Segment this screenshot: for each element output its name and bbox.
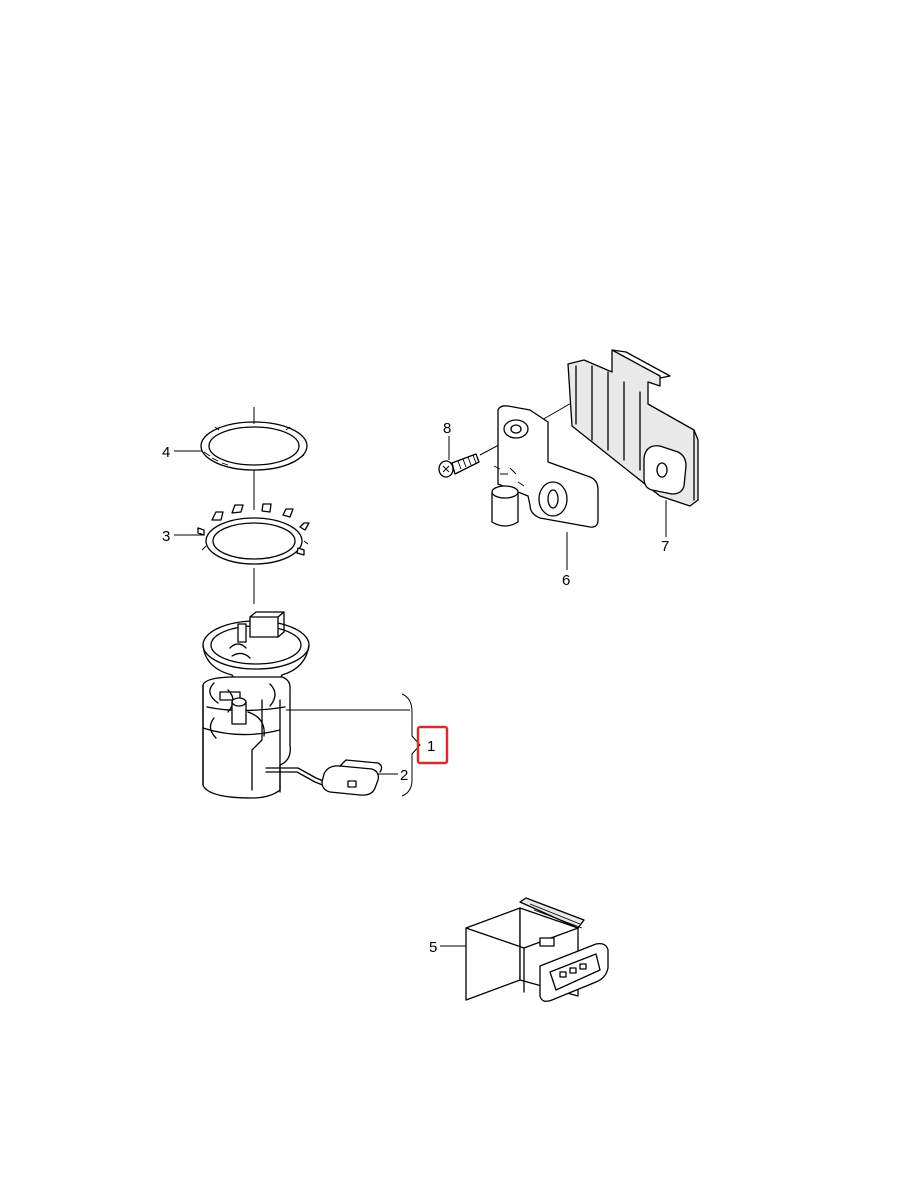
locking-ring-part[interactable] xyxy=(200,421,308,471)
callout-1-highlight xyxy=(416,725,449,765)
bracket-part[interactable] xyxy=(491,405,599,528)
connector-part[interactable] xyxy=(465,897,609,1002)
callout-6[interactable]: 6 xyxy=(562,572,570,589)
callout-7[interactable]: 7 xyxy=(661,538,669,555)
callout-1[interactable]: 1 xyxy=(427,738,435,755)
callout-8[interactable]: 8 xyxy=(443,420,451,437)
callout-4[interactable]: 4 xyxy=(162,444,170,461)
holder-part[interactable] xyxy=(567,349,699,507)
callout-3[interactable]: 3 xyxy=(162,528,170,545)
screw-part[interactable] xyxy=(438,453,480,478)
group-1-bracket xyxy=(286,693,421,797)
retaining-ring-part[interactable] xyxy=(197,503,310,565)
fuel-pump-module-part[interactable] xyxy=(202,611,327,799)
callout-5[interactable]: 5 xyxy=(429,939,437,956)
callout-2[interactable]: 2 xyxy=(400,767,408,784)
fuel-level-float-part[interactable] xyxy=(321,759,383,796)
